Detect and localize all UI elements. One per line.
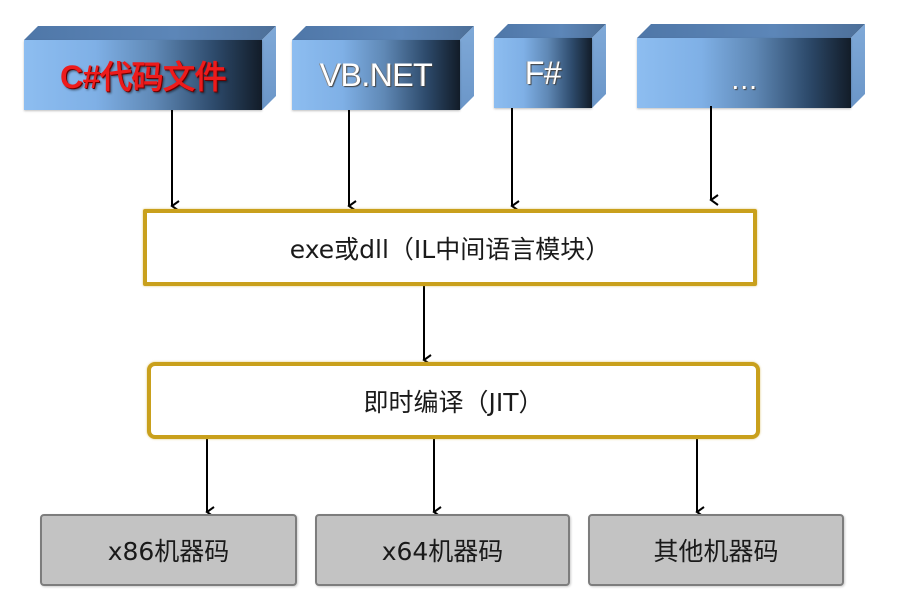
cube-top-face	[494, 24, 606, 38]
target-node-x64: x64机器码	[315, 514, 570, 586]
source-label-others: …	[730, 64, 758, 95]
source-label-fsharp: F#	[524, 54, 562, 91]
cube-front-face: C#代码文件	[24, 40, 262, 110]
il-module-node: exe或dll（IL中间语言模块）	[143, 209, 757, 286]
target-node-x86: x86机器码	[40, 514, 297, 586]
source-node-fsharp: F#	[494, 24, 606, 108]
cube-top-face	[292, 26, 474, 40]
cube-side-face	[460, 26, 474, 110]
target-node-other: 其他机器码	[588, 514, 844, 586]
target-label-x64: x64机器码	[381, 537, 504, 566]
cube-side-face	[851, 24, 865, 108]
cube-top-face	[24, 26, 276, 40]
cube-front-face: …	[637, 38, 851, 108]
il-module-label: exe或dll（IL中间语言模块）	[289, 234, 611, 264]
cube-top-face	[637, 24, 865, 38]
jit-compiler-label: 即时编译（JIT）	[363, 387, 544, 417]
source-node-csharp: C#代码文件	[24, 26, 276, 110]
cube-side-face	[592, 24, 606, 108]
cube-side-face	[262, 26, 276, 110]
target-label-other: 其他机器码	[653, 537, 779, 566]
cube-front-face: VB.NET	[292, 40, 460, 110]
source-node-others: …	[637, 24, 865, 108]
cube-front-face: F#	[494, 38, 592, 108]
source-label-vbnet: VB.NET	[319, 56, 433, 93]
source-node-vbnet: VB.NET	[292, 26, 474, 110]
source-label-csharp: C#代码文件	[60, 59, 226, 95]
target-label-x86: x86机器码	[107, 537, 230, 566]
jit-compiler-node: 即时编译（JIT）	[147, 362, 760, 439]
